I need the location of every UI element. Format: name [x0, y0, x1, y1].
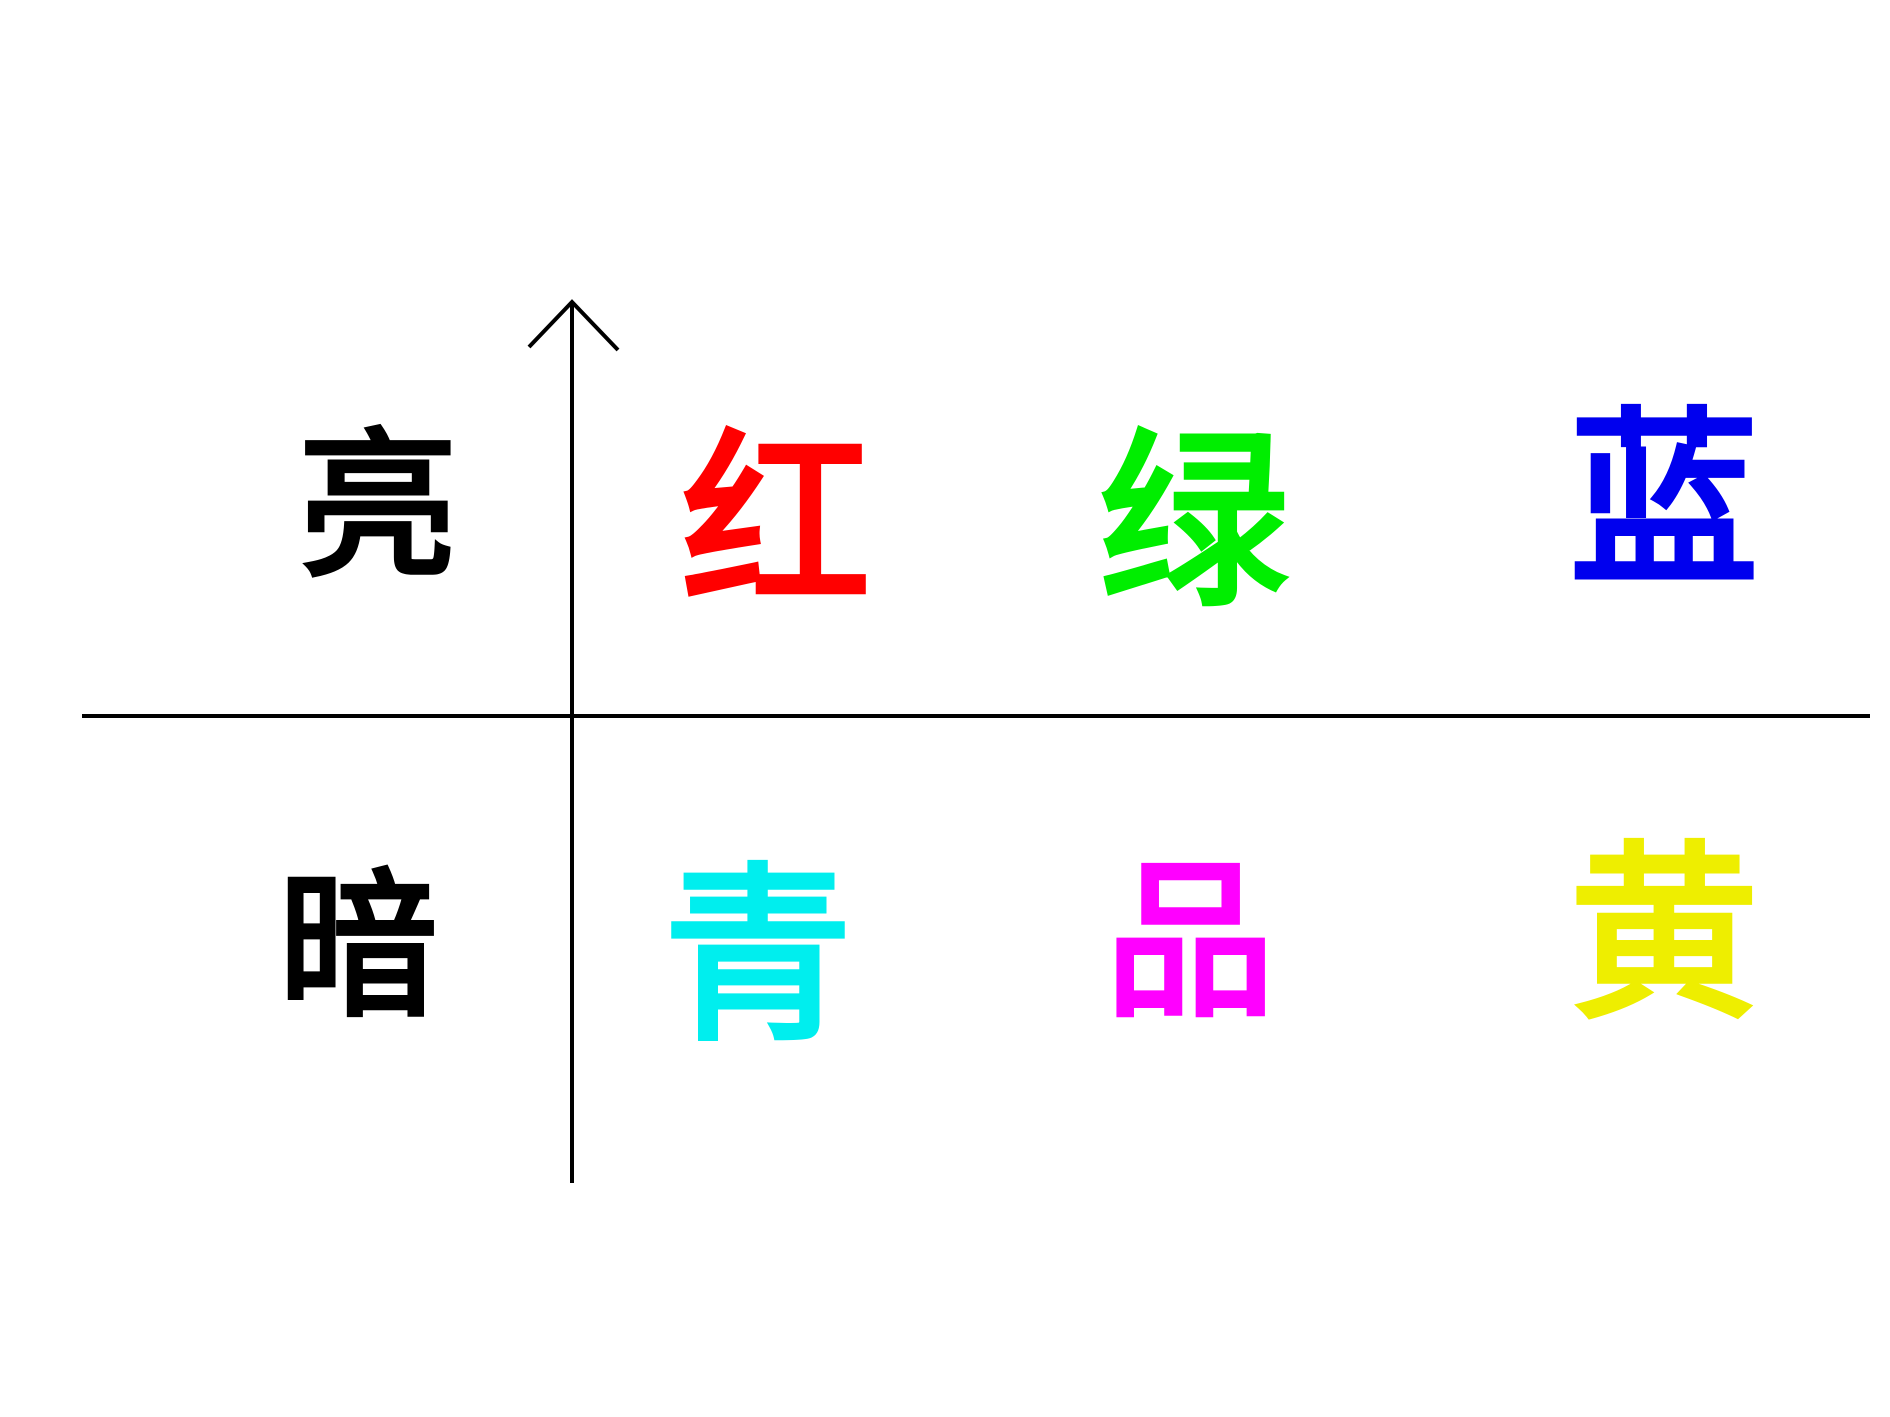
row-label-bright: 亮 [298, 412, 458, 600]
row-label-dark: 暗 [278, 852, 438, 1040]
color-label-blue: 蓝 [1569, 389, 1759, 612]
dark-color-row: 青 品 黄 [663, 823, 1759, 1068]
color-label-cyan: 青 [663, 845, 853, 1068]
color-label-magenta: 品 [1105, 842, 1275, 1042]
axes [82, 299, 1870, 1183]
color-label-red: 红 [681, 411, 871, 634]
bright-color-row: 红 绿 蓝 [681, 389, 1759, 634]
color-label-yellow: 黄 [1569, 823, 1759, 1046]
vertical-axis-arrowhead [527, 299, 620, 352]
row-labels: 亮 暗 [278, 412, 458, 1040]
color-label-green: 绿 [1099, 411, 1290, 634]
